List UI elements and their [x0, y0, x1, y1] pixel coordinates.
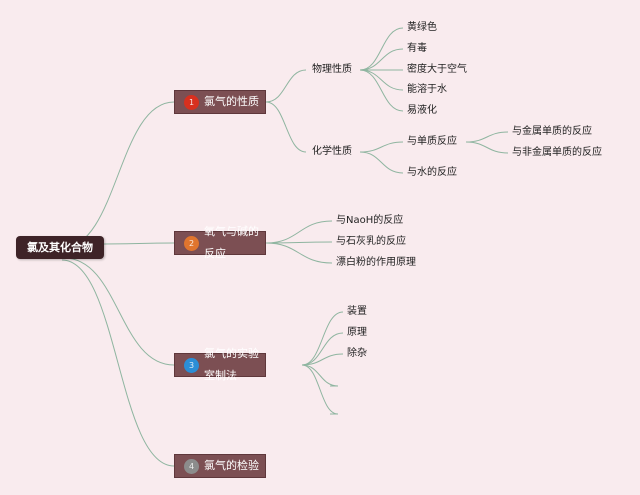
connector-line [359, 69, 404, 91]
connector-line [61, 259, 175, 467]
leaf-lime-milk-reaction[interactable]: 与石灰乳的反应 [336, 236, 406, 247]
connector-line [265, 101, 307, 153]
connector-line [265, 241, 333, 244]
branch-label: 氧气与碱的反应 [204, 225, 259, 260]
leaf-principle[interactable]: 原理 [347, 327, 367, 338]
connector-line [265, 242, 333, 264]
leaf-physical-5[interactable]: 易液化 [407, 105, 437, 116]
branch-label: 氯气的实验室制法 [204, 347, 259, 382]
leaf-metal-reaction[interactable]: 与金属单质的反应 [512, 126, 592, 137]
badge-2: 2 [184, 235, 199, 251]
node-react-with-water[interactable]: 与水的反应 [407, 167, 457, 178]
leaf-apparatus[interactable]: 装置 [347, 306, 367, 317]
connector-line [63, 257, 175, 366]
connector-line [359, 27, 404, 71]
connector-line [265, 220, 333, 244]
branch-node-lab-preparation[interactable]: 3 氯气的实验室制法 [174, 347, 266, 382]
leaf-bleaching-powder-principle[interactable]: 漂白粉的作用原理 [336, 257, 416, 268]
connector-line [359, 141, 404, 153]
badge-3: 3 [184, 357, 199, 373]
connector-line [265, 69, 307, 103]
branch-label: 氯气的检验 [204, 459, 259, 472]
badge-4: 4 [184, 458, 199, 474]
badge-1: 1 [184, 94, 199, 110]
leaf-physical-3[interactable]: 密度大于空气 [407, 64, 467, 75]
branch-node-chlorine-properties[interactable]: 1 氯气的性质 [174, 90, 266, 114]
leaf-physical-4[interactable]: 能溶于水 [407, 84, 447, 95]
connector-line [465, 141, 509, 154]
connector-line [301, 364, 339, 415]
leaf-physical-1[interactable]: 黄绿色 [407, 22, 437, 33]
branch-node-chlorine-test[interactable]: 4 氯气的检验 [174, 454, 266, 478]
connector-line [301, 353, 344, 366]
connector-line [301, 311, 344, 366]
leaf-naoh-reaction[interactable]: 与NaoH的反应 [336, 215, 404, 226]
node-physical-properties[interactable]: 物理性质 [312, 64, 352, 75]
branch-label: 氯气的性质 [204, 95, 259, 108]
leaf-nonmetal-reaction[interactable]: 与非金属单质的反应 [512, 147, 602, 158]
connector-line [61, 101, 175, 249]
connector-line [359, 69, 404, 112]
leaf-impurity-removal[interactable]: 除杂 [347, 348, 367, 359]
connector-line [359, 48, 404, 71]
node-chemical-properties[interactable]: 化学性质 [312, 146, 352, 157]
root-node[interactable]: 氯及其化合物 [16, 236, 104, 259]
connector-line [301, 332, 344, 366]
connector-line [301, 364, 339, 387]
connector-line [359, 151, 404, 174]
connector-line [465, 131, 509, 143]
leaf-physical-2[interactable]: 有毒 [407, 43, 427, 54]
node-react-with-elements[interactable]: 与单质反应 [407, 136, 457, 147]
connector-line [103, 242, 175, 245]
branch-node-alkali-reaction[interactable]: 2 氧气与碱的反应 [174, 225, 266, 260]
